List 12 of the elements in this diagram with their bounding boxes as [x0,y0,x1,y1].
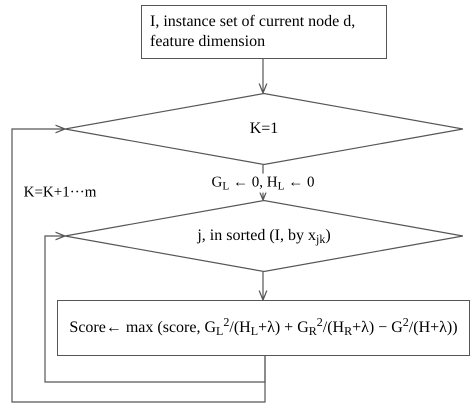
arrow [11,124,266,403]
process-box [57,300,470,356]
decision-diamond [65,200,463,272]
arrow [258,59,268,94]
arrow [44,232,266,383]
process-box [141,5,387,59]
node-text: I, instance set of current node d, feature dimension [150,12,356,52]
decision-diamond [65,93,463,165]
node-text: Score← max (score, G$_{L}$$^{2}$/(H$_{L}$+λ) + G$_{R}$$^{2}$/(H$_{R}$+λ) − G$^{2}$/(H+λ)) [69,318,458,338]
arrow [258,272,268,301]
node-text: j, in sorted (I, by x$_{jk}$) [197,226,331,246]
node-text: K=1 [250,119,278,139]
